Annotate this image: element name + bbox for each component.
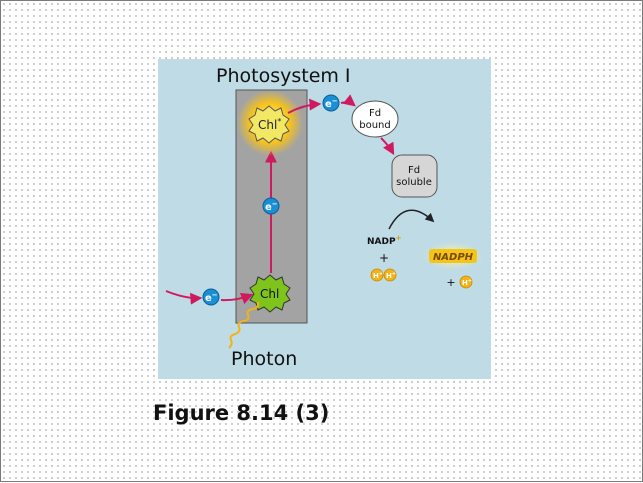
chl-excited-molecule: Chl* bbox=[248, 105, 290, 144]
electron-to-chl-arrow bbox=[220, 292, 254, 305]
proton-pair: H+ H+ bbox=[370, 268, 397, 282]
chl-ground-label: Chl bbox=[260, 287, 279, 301]
proton-icon bbox=[370, 268, 384, 282]
incoming-electron-arrow bbox=[165, 290, 203, 305]
fd-bound-line2: bound bbox=[359, 120, 391, 131]
proton-icon bbox=[459, 275, 473, 289]
diagram-panel bbox=[158, 59, 491, 379]
chl-ground-molecule: Chl bbox=[249, 274, 291, 313]
fd-soluble-node bbox=[391, 154, 438, 198]
photon-label: Photon bbox=[231, 348, 297, 370]
fd-transfer-arrow bbox=[380, 137, 395, 156]
electron-mid-label: e− bbox=[265, 200, 278, 213]
proton-icon bbox=[383, 268, 397, 282]
fd-soluble-line2: soluble bbox=[396, 177, 432, 188]
figure-caption: Figure 8.14 (3) bbox=[153, 401, 330, 425]
nadph-label: NADPH bbox=[433, 252, 474, 263]
electron-incoming-icon bbox=[202, 288, 220, 306]
electron-top-icon bbox=[322, 94, 340, 112]
proton-label: H+ bbox=[373, 271, 383, 280]
photon-wave bbox=[228, 301, 260, 349]
electron-mid-icon bbox=[262, 197, 280, 215]
chl-to-electron-arrow bbox=[287, 98, 322, 114]
nadp-label: NADP+ bbox=[367, 234, 402, 247]
photosystem-title: Photosystem I bbox=[216, 65, 351, 87]
plus-sign-2: + bbox=[446, 276, 455, 289]
electron-to-fd-arrow bbox=[340, 94, 356, 107]
fd-bound-node bbox=[351, 100, 399, 138]
nadph-badge bbox=[429, 249, 477, 263]
proton-label: H+ bbox=[462, 278, 472, 287]
chl-excited-label: Chl* bbox=[258, 117, 281, 132]
electron-incoming-label: e− bbox=[205, 291, 218, 304]
fd-bound-line1: Fd bbox=[369, 108, 381, 119]
fd-soluble-line1: Fd bbox=[408, 165, 420, 176]
electron-top-label: e− bbox=[325, 97, 338, 110]
proton-label: H+ bbox=[386, 271, 396, 280]
plus-sign-1: + bbox=[379, 251, 389, 265]
reaction-arrow bbox=[388, 209, 435, 230]
